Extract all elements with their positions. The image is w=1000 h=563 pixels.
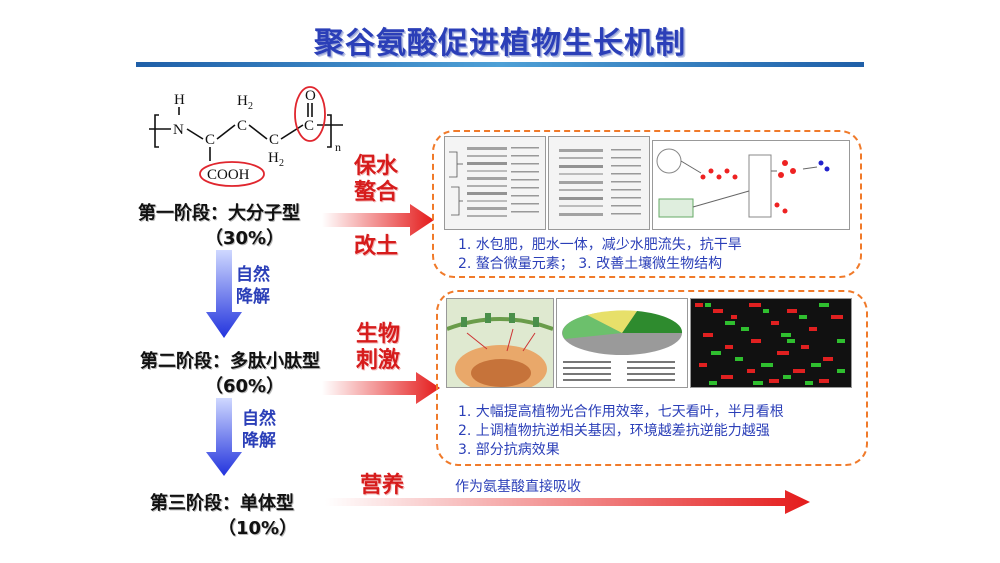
stage-1-effect-box	[432, 130, 862, 278]
heatmap-image	[690, 298, 852, 388]
stage-1-label: 第一阶段：大分子型	[138, 203, 300, 224]
mol-n: N	[173, 122, 184, 138]
effect-arrow-3	[325, 490, 810, 514]
stage-2-effect-box	[436, 290, 868, 466]
stage-2-description: 1. 大幅提高植物光合作用效率，七天看叶，半月看根 2. 上调植物抗逆相关基因，…	[458, 404, 784, 458]
stage-3-description: 作为氨基酸直接吸收	[455, 479, 581, 495]
mol-h-top: H	[174, 92, 185, 108]
effect-nutrition: 营养	[360, 473, 405, 498]
mechanism-schematic	[652, 140, 850, 230]
gel-image-a	[444, 136, 546, 230]
degradation-arrow-1	[206, 250, 242, 338]
title-divider	[136, 62, 864, 67]
mol-cooh: COOH	[207, 167, 250, 183]
stage-2-percent: （60%）	[205, 376, 285, 397]
stage-1-description: 1. 水包肥，肥水一体，减少水肥流失，抗干旱 2. 螯合微量元素； 3. 改善土…	[458, 237, 742, 272]
stage-3-percent: （10%）	[218, 518, 298, 539]
stage-2-label: 第二阶段：多肽小肽型	[140, 351, 320, 372]
mol-o: O	[305, 88, 316, 104]
cell-pathway-image	[446, 298, 554, 388]
pie-chart-image	[556, 298, 688, 388]
effect-bio-stimulation: 生物刺激	[356, 322, 401, 373]
mol-c4: C	[304, 118, 314, 134]
carbonyl-highlight	[294, 86, 326, 142]
effect-water-chelation: 保水螯合	[354, 154, 399, 205]
page-title: 聚谷氨酸促进植物生长机制	[314, 26, 686, 61]
effect-soil-improvement: 改土	[354, 234, 399, 259]
stage-1-percent: （30%）	[205, 228, 285, 249]
polyglutamic-acid-structure: H N H 2 C C C H 2 C O COOH n	[149, 86, 343, 187]
degradation-arrow-2	[206, 398, 242, 476]
mol-h2-b: H	[268, 150, 279, 166]
transition-1-label: 自然降解	[236, 265, 270, 307]
gel-image-b	[548, 136, 650, 230]
stage-3-label: 第三阶段：单体型	[150, 493, 294, 514]
effect-arrow-2	[322, 372, 440, 404]
carboxyl-highlight	[199, 161, 265, 187]
mol-n-sub: n	[335, 140, 341, 154]
mol-c2: C	[237, 118, 247, 134]
transition-2-label: 自然降解	[242, 409, 276, 451]
mol-h2-a: H	[237, 93, 248, 109]
mol-h2-b-sub: 2	[279, 158, 284, 169]
mol-h2-a-sub: 2	[248, 101, 253, 112]
mol-c1: C	[205, 132, 215, 148]
effect-arrow-1	[322, 204, 434, 236]
mol-c3: C	[269, 132, 279, 148]
